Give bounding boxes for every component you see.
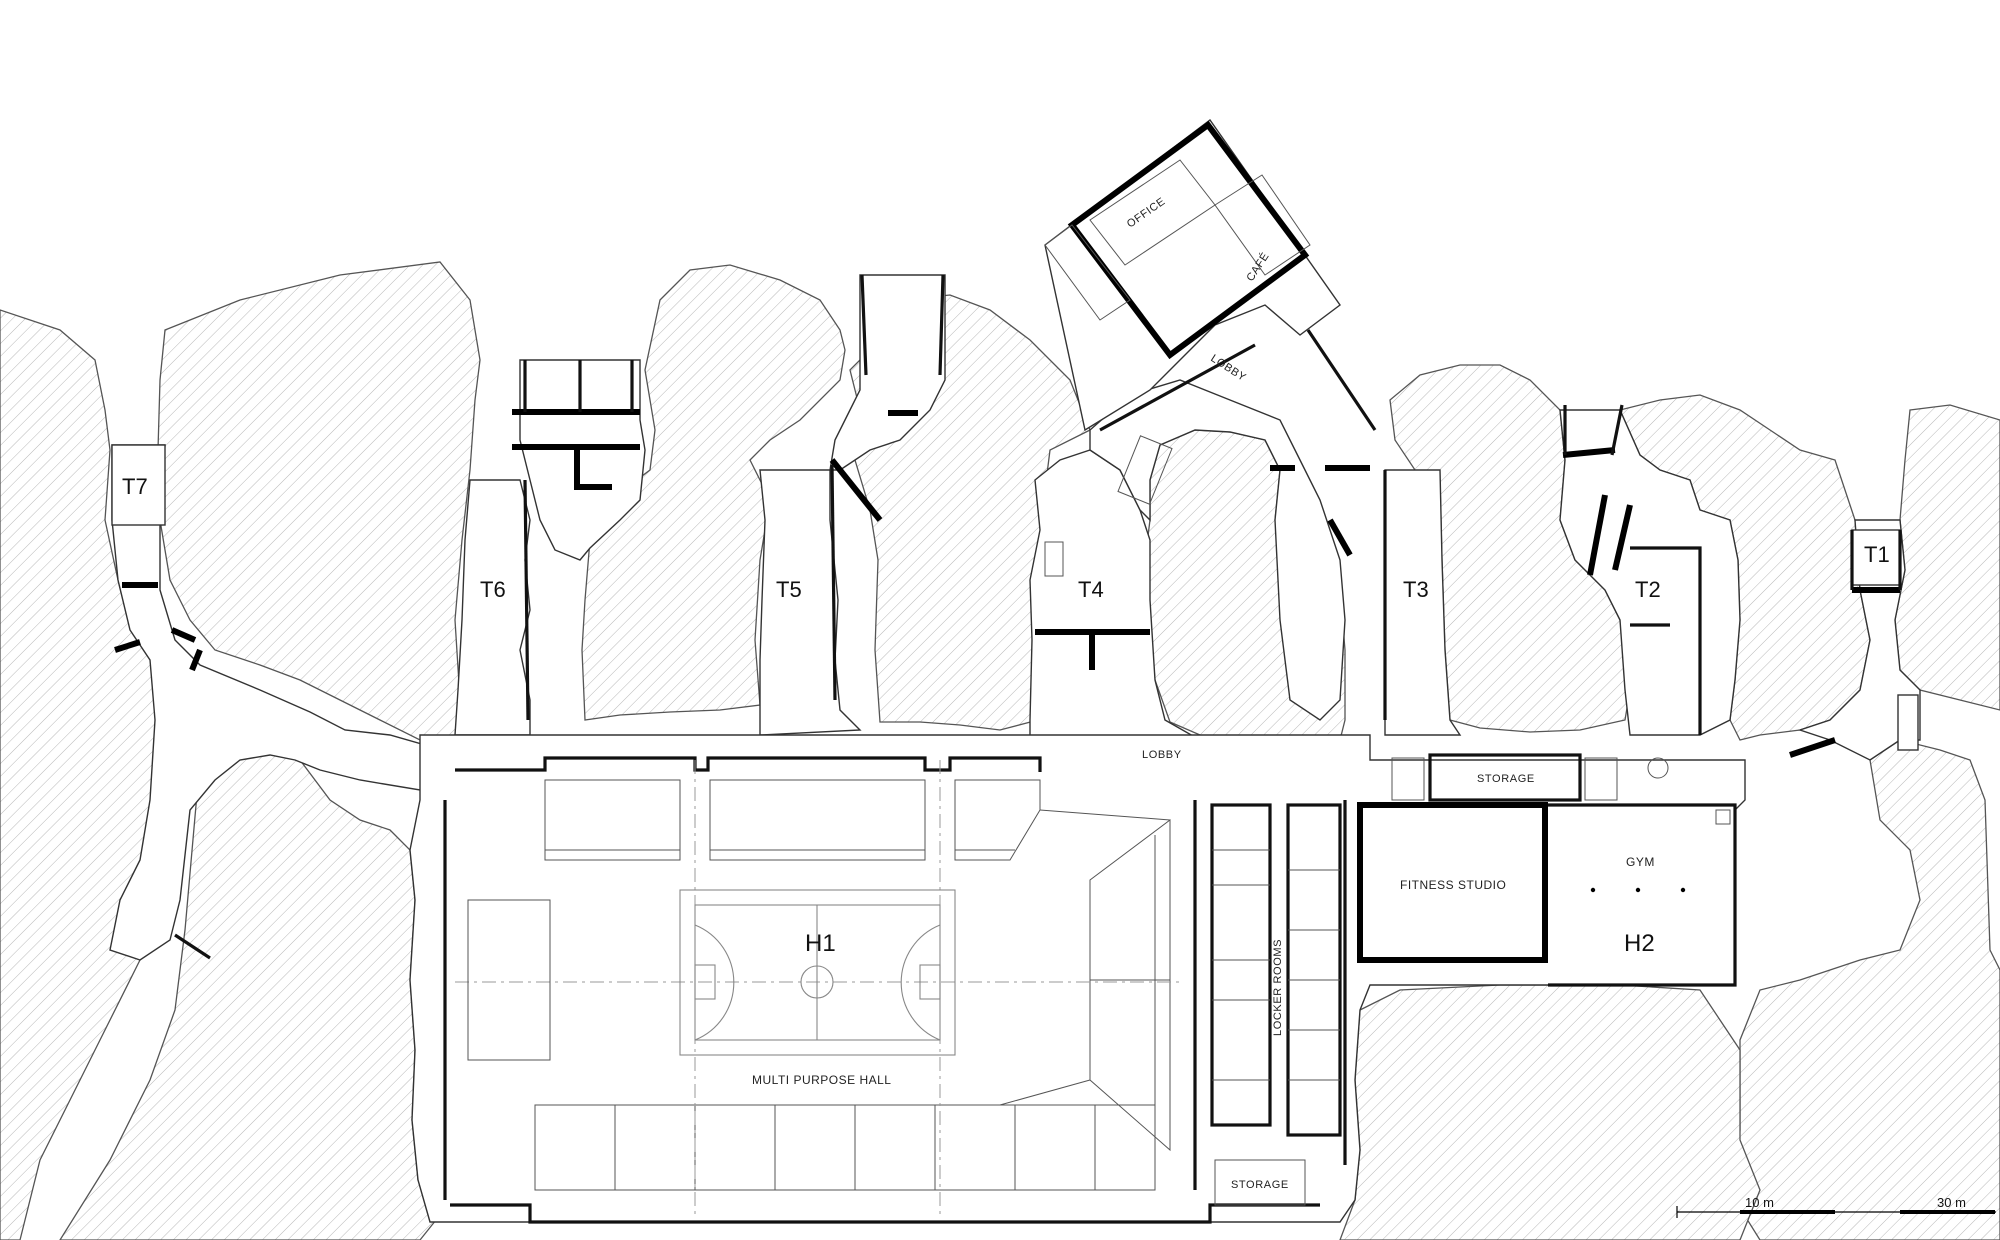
locker-block-east — [1286, 803, 1342, 1137]
gym-column-2 — [1635, 887, 1641, 893]
tunnels — [109, 274, 1921, 961]
hall-diagonal-ne — [1039, 809, 1171, 821]
scale-bar-segment-1 — [1740, 1210, 1835, 1214]
storage-south-room — [1214, 1159, 1306, 1206]
label-t3: T3 — [1403, 577, 1429, 602]
stair-east — [1391, 757, 1425, 801]
locker-block-west — [1210, 803, 1272, 1127]
scale-bar-label-10m: 10 m — [1745, 1195, 1774, 1210]
t1-east-block — [1897, 694, 1919, 751]
wall-t2-north — [1562, 447, 1616, 458]
tunnel-t7 — [109, 444, 441, 961]
label-multi-purpose-hall: MULTI PURPOSE HALL — [752, 1073, 891, 1087]
rock-east — [1894, 404, 2000, 711]
t4-door-block — [1044, 541, 1064, 577]
spiral-stair-east — [1647, 757, 1669, 779]
court-key-east — [919, 964, 941, 1000]
stair-gym — [1584, 757, 1618, 801]
label-lobby-main: LOBBY — [1142, 749, 1182, 761]
label-t2: T2 — [1635, 577, 1661, 602]
wall-t5-north-left — [860, 274, 868, 376]
court-center-circle — [800, 965, 834, 999]
north-pavilion — [1044, 119, 1377, 505]
tunnel-t7-entry — [111, 444, 166, 526]
label-h1: H1 — [805, 930, 836, 957]
label-h2: H2 — [1624, 930, 1655, 957]
wall-t5-long — [830, 464, 837, 701]
hall-diagonal-se — [999, 1079, 1091, 1106]
rock-south — [1339, 984, 1761, 1240]
cafe-room — [1214, 174, 1311, 276]
building-t5-north — [829, 274, 946, 471]
bleacher-north-3 — [954, 779, 1041, 861]
label-storage-east: STORAGE — [1477, 773, 1535, 785]
wall-t7-diag-3 — [189, 648, 203, 672]
pavilion-west-porch — [1044, 224, 1131, 321]
label-storage-south: STORAGE — [1231, 1179, 1289, 1191]
rock-t6-t5 — [581, 264, 846, 721]
pavilion-stair — [1117, 435, 1173, 505]
label-t6: T6 — [480, 577, 506, 602]
wall-t6-west — [523, 479, 530, 721]
rock-mass — [0, 261, 2000, 1240]
tunnel-t1-entry — [1851, 529, 1901, 586]
pavilion-inner — [1067, 120, 1310, 360]
tunnel-t2 — [1559, 409, 1741, 736]
fitness-gym-wing — [1357, 753, 1737, 987]
label-t5: T5 — [776, 577, 802, 602]
scale-bar-label-30m: 30 m — [1937, 1195, 1966, 1210]
basketball-court — [679, 889, 956, 1056]
locker-rooms — [1210, 803, 1342, 1206]
gym-room-outline — [1548, 803, 1737, 987]
scale-bar-segment-2 — [1900, 1210, 1995, 1214]
gym-corner-block — [1715, 809, 1731, 825]
tunnel-walls — [114, 274, 1919, 960]
court-three-point-east — [900, 924, 941, 1041]
wall-lobby-diag — [1327, 518, 1353, 557]
wall-north-facade — [455, 756, 1042, 772]
bleacher-north-1 — [544, 779, 681, 861]
rock-east-lower — [1734, 739, 2000, 1240]
label-t7: T7 — [122, 474, 148, 499]
wall-t7-tunnel-a — [174, 933, 211, 960]
storage-east-room — [1428, 753, 1582, 802]
wall-t6-inner — [574, 450, 612, 490]
multi-purpose-hall — [455, 760, 1180, 1215]
wall-t2-block — [1630, 546, 1702, 735]
court-key-west — [694, 964, 716, 1000]
wall-t5-diag — [829, 458, 883, 522]
court-three-point-west — [694, 924, 735, 1041]
fitness-studio-room — [1357, 802, 1548, 963]
gym-column-1 — [1590, 887, 1596, 893]
wall-t5-north-right — [938, 274, 945, 376]
label-t4: T4 — [1078, 577, 1104, 602]
label-locker-rooms: LOCKER ROOMS — [1272, 939, 1284, 1036]
scale-bar: 10 m 30 m — [1676, 1195, 1996, 1218]
label-fitness-studio: FITNESS STUDIO — [1400, 878, 1506, 892]
label-t1: T1 — [1864, 542, 1890, 567]
pavilion-wall-east — [1306, 329, 1377, 431]
wall-t2-post-2 — [1610, 404, 1624, 456]
bleacher-south — [534, 1104, 1156, 1191]
wall-t7-diag-2 — [170, 627, 197, 643]
label-gym: GYM — [1626, 855, 1655, 869]
building-envelope — [409, 734, 1746, 1223]
wall-t1-diag — [1789, 737, 1836, 758]
bleacher-north-2 — [709, 779, 926, 861]
wall-t2-diag-2 — [1612, 504, 1633, 571]
pavilion-wall-lobby — [1099, 343, 1256, 432]
hall-west-zone — [467, 899, 551, 1061]
wall-t2-diag-1 — [1587, 494, 1608, 576]
wall-t7-diag-1 — [114, 639, 141, 653]
pavilion-block — [1044, 119, 1341, 432]
tunnel-t5 — [759, 469, 862, 736]
tunnel-t6 — [454, 479, 531, 736]
gym-column-3 — [1680, 887, 1686, 893]
